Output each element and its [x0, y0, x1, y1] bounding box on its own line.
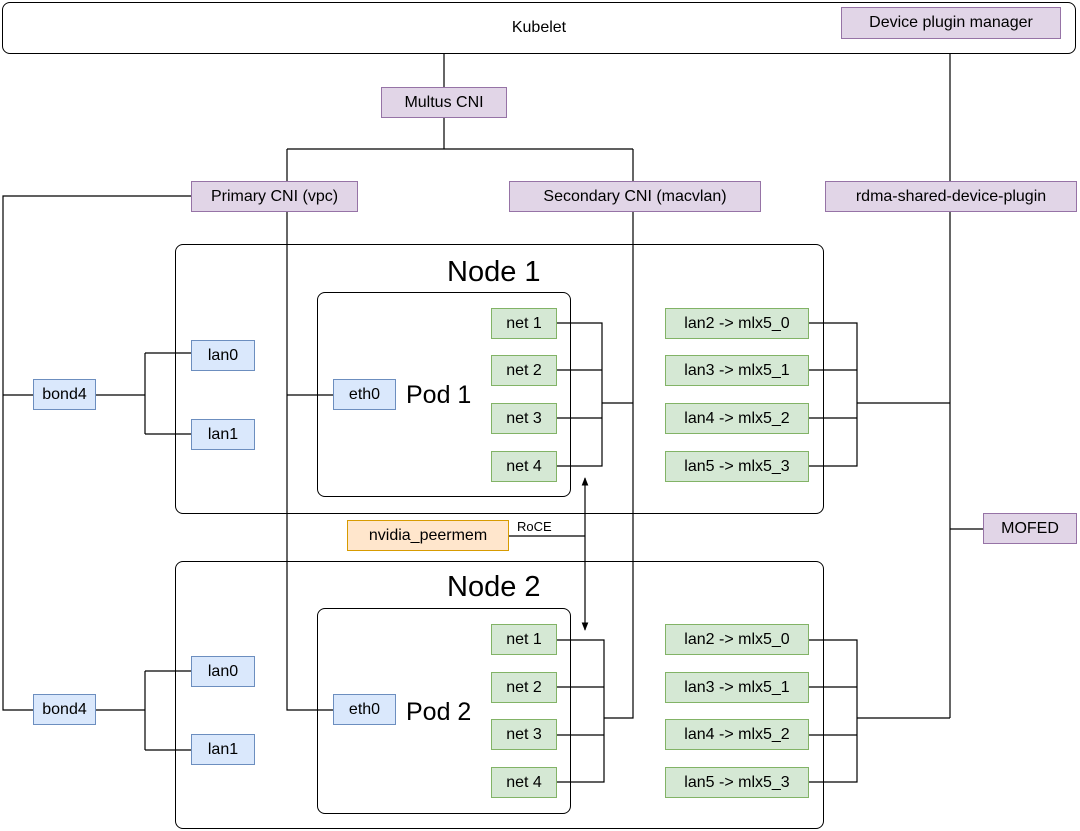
nvidia-peermem-box: nvidia_peermem	[347, 520, 509, 551]
kubelet-label: Kubelet	[511, 19, 567, 36]
rdma-label: lan2 -> mlx5_0	[684, 314, 790, 332]
bond-label: bond4	[42, 700, 87, 718]
device-plugin-manager-box: Device plugin manager	[841, 7, 1061, 39]
node-2-bond: bond4	[33, 694, 96, 725]
primary-cni-label: Primary CNI (vpc)	[210, 187, 339, 205]
rdma-label: lan3 -> mlx5_1	[684, 678, 790, 696]
secondary-cni-box: Secondary CNI (macvlan)	[509, 181, 761, 212]
net-label: net 2	[506, 361, 542, 379]
node-2-net-1: net 1	[491, 624, 557, 655]
lan-label: lan0	[207, 662, 239, 680]
lan-label: lan0	[207, 346, 239, 364]
node-1-net-3: net 3	[491, 403, 557, 434]
roce-label: RoCE	[517, 519, 552, 534]
pod-1-title: Pod 1	[406, 381, 472, 409]
node-1-eth0: eth0	[333, 379, 396, 410]
node-2-eth0: eth0	[333, 694, 396, 725]
rdma-label: lan4 -> mlx5_2	[684, 409, 790, 427]
multus-cni-box: Multus CNI	[381, 87, 507, 118]
mofed-box: MOFED	[983, 513, 1077, 544]
net-label: net 3	[506, 409, 542, 427]
eth-label: eth0	[348, 385, 381, 403]
node-1-title: Node 1	[447, 256, 541, 288]
node-2-rdma-lan5: lan5 -> mlx5_3	[665, 767, 809, 798]
node-2-net-2: net 2	[491, 672, 557, 703]
net-label: net 4	[506, 457, 542, 475]
rdma-label: lan5 -> mlx5_3	[684, 457, 790, 475]
primary-cni-box: Primary CNI (vpc)	[191, 181, 358, 212]
rdma-label: lan3 -> mlx5_1	[684, 361, 790, 379]
node-2-rdma-lan4: lan4 -> mlx5_2	[665, 719, 809, 750]
node-1-net-1: net 1	[491, 308, 557, 339]
lan-label: lan1	[207, 740, 239, 758]
node-1-net-4: net 4	[491, 451, 557, 482]
node-2-lan1: lan1	[191, 734, 255, 765]
rdma-shared-device-plugin-box: rdma-shared-device-plugin	[825, 181, 1077, 212]
mofed-label: MOFED	[1001, 519, 1059, 537]
node-1-lan0: lan0	[191, 340, 255, 371]
pod-1-container	[317, 292, 571, 497]
nvidia-peermem-label: nvidia_peermem	[368, 526, 488, 544]
node-2-net-4: net 4	[491, 767, 557, 798]
net-label: net 2	[506, 678, 542, 696]
lan-label: lan1	[207, 425, 239, 443]
multus-cni-label: Multus CNI	[404, 93, 484, 111]
rdma-label: lan2 -> mlx5_0	[684, 630, 790, 648]
secondary-cni-label: Secondary CNI (macvlan)	[543, 187, 727, 205]
net-label: net 1	[506, 630, 542, 648]
node-1-container	[175, 244, 824, 514]
rdma-label: lan4 -> mlx5_2	[684, 725, 790, 743]
node-2-lan0: lan0	[191, 656, 255, 687]
node-1-rdma-lan4: lan4 -> mlx5_2	[665, 403, 809, 434]
rdma-shared-device-plugin-label: rdma-shared-device-plugin	[855, 187, 1047, 205]
device-plugin-manager-label: Device plugin manager	[869, 14, 1033, 31]
net-label: net 1	[506, 314, 542, 332]
node-1-rdma-lan3: lan3 -> mlx5_1	[665, 355, 809, 386]
pod-2-title: Pod 2	[406, 698, 472, 726]
pod-2-container	[317, 608, 571, 814]
node-1-rdma-lan2: lan2 -> mlx5_0	[665, 308, 809, 339]
node-1-net-2: net 2	[491, 355, 557, 386]
node-2-rdma-lan2: lan2 -> mlx5_0	[665, 624, 809, 655]
node-2-rdma-lan3: lan3 -> mlx5_1	[665, 672, 809, 703]
bond-label: bond4	[42, 385, 87, 403]
node-1-rdma-lan5: lan5 -> mlx5_3	[665, 451, 809, 482]
rdma-label: lan5 -> mlx5_3	[684, 773, 790, 791]
node-2-title: Node 2	[447, 571, 541, 603]
node-2-container	[175, 561, 824, 829]
net-label: net 3	[506, 725, 542, 743]
node-1-bond: bond4	[33, 379, 96, 410]
node-1-lan1: lan1	[191, 419, 255, 450]
node-2-net-3: net 3	[491, 719, 557, 750]
net-label: net 4	[506, 773, 542, 791]
eth-label: eth0	[348, 700, 381, 718]
